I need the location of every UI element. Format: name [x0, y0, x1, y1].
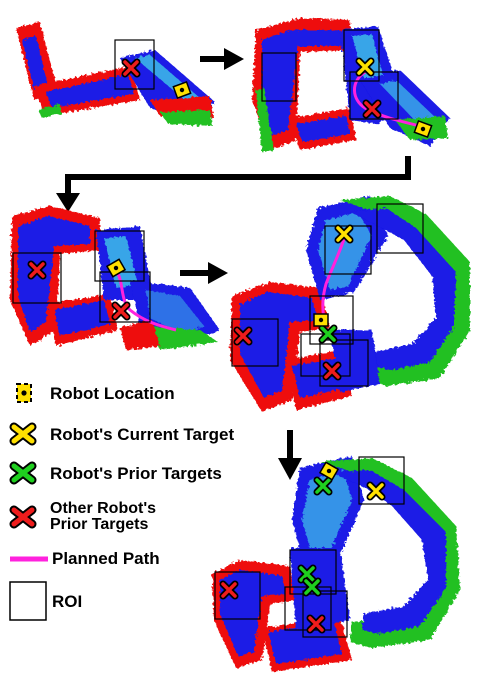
legend-item-robot-location: Robot Location	[8, 380, 175, 406]
current-target-marker	[334, 224, 354, 244]
prior-target-marker	[313, 476, 333, 496]
legend-item-planned-path: Planned Path	[8, 550, 160, 567]
roi-box	[309, 295, 354, 345]
other-robot-target-marker	[362, 99, 382, 119]
other-robot-target-marker	[322, 361, 342, 381]
sequence-arrow-3	[180, 262, 228, 284]
planned-path	[353, 70, 421, 128]
sequence-arrow-4	[278, 430, 302, 480]
roi-box	[214, 571, 261, 620]
robot-location-marker	[105, 258, 127, 278]
other-robot-target-marker	[27, 260, 47, 280]
legend-label-roi: ROI	[52, 591, 83, 611]
marker-layer	[27, 57, 433, 634]
other-robot-target-marker	[111, 301, 131, 321]
red-x-icon	[9, 505, 37, 529]
legend-label-other-targets-line1: Other Robot's	[50, 500, 157, 517]
other-robot-target-marker	[219, 580, 239, 600]
legend-label-planned-path: Planned Path	[52, 549, 160, 568]
green-x-icon	[9, 461, 37, 485]
planned-path	[321, 235, 347, 319]
robot-marker-icon	[16, 383, 32, 403]
roi-box	[302, 590, 348, 638]
square-outline-icon	[9, 581, 47, 621]
legend-item-prior-targets: Robot's Prior Targets	[8, 460, 222, 486]
sequence-arrow-2	[56, 156, 411, 212]
robot-location-marker	[172, 81, 192, 99]
other-robot-target-marker	[121, 58, 141, 78]
roi-box	[231, 318, 279, 367]
roi-box	[12, 252, 62, 304]
current-target-marker	[366, 481, 386, 501]
sequence-arrow-1	[200, 48, 244, 70]
roi-box	[319, 339, 369, 387]
roi-box	[376, 203, 424, 254]
roi-box	[289, 549, 337, 595]
robot-location-marker	[318, 461, 340, 481]
current-target-marker	[355, 57, 375, 77]
prior-target-marker	[318, 324, 338, 344]
roi-box	[114, 39, 155, 90]
roi-box	[99, 271, 151, 323]
roi-box	[94, 230, 145, 282]
prior-target-marker	[302, 577, 322, 597]
legend-label-current-target: Robot's Current Target	[50, 424, 235, 444]
roi-box	[343, 29, 380, 82]
legend-item-roi: ROI	[8, 580, 82, 622]
map-panel-1	[16, 22, 215, 126]
legend-label-prior-targets: Robot's Prior Targets	[50, 463, 222, 483]
other-robot-target-marker	[233, 326, 253, 346]
roi-box	[358, 456, 405, 505]
prior-target-marker	[297, 564, 317, 584]
magenta-line-icon	[10, 556, 48, 561]
planned-path	[114, 269, 177, 332]
legend-label-robot-location: Robot Location	[50, 383, 175, 403]
yellow-x-icon	[9, 422, 37, 446]
roi-box	[261, 52, 297, 102]
robot-location-marker	[313, 313, 329, 327]
legend-label-other-targets-line2: Prior Targets	[50, 516, 149, 533]
robot-location-marker	[413, 120, 433, 138]
legend-item-current-target: Robot's Current Target	[8, 421, 234, 447]
other-robot-target-marker	[306, 614, 326, 634]
legend-item-other-targets: Other Robot's Prior Targets	[8, 500, 156, 534]
